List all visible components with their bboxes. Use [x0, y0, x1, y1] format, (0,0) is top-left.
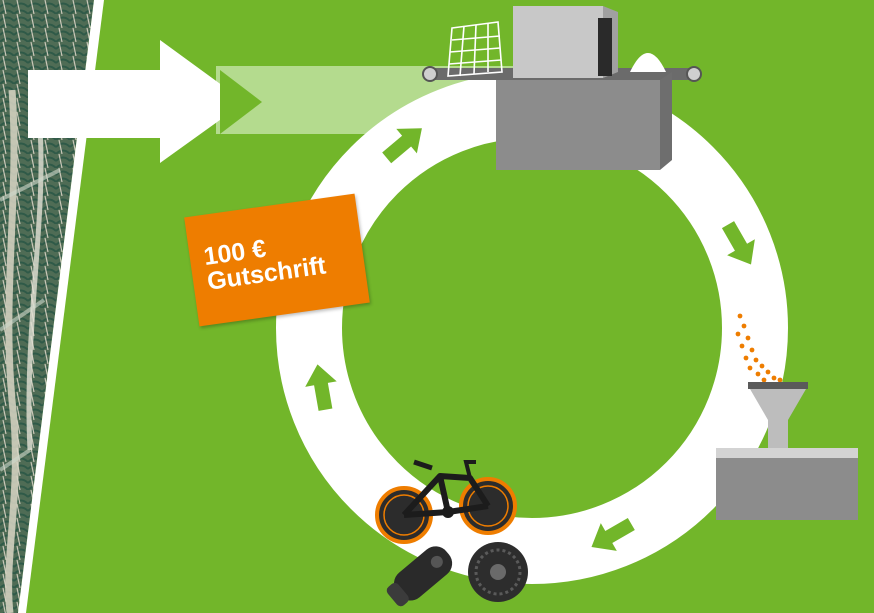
cycle-ring: [309, 105, 755, 551]
